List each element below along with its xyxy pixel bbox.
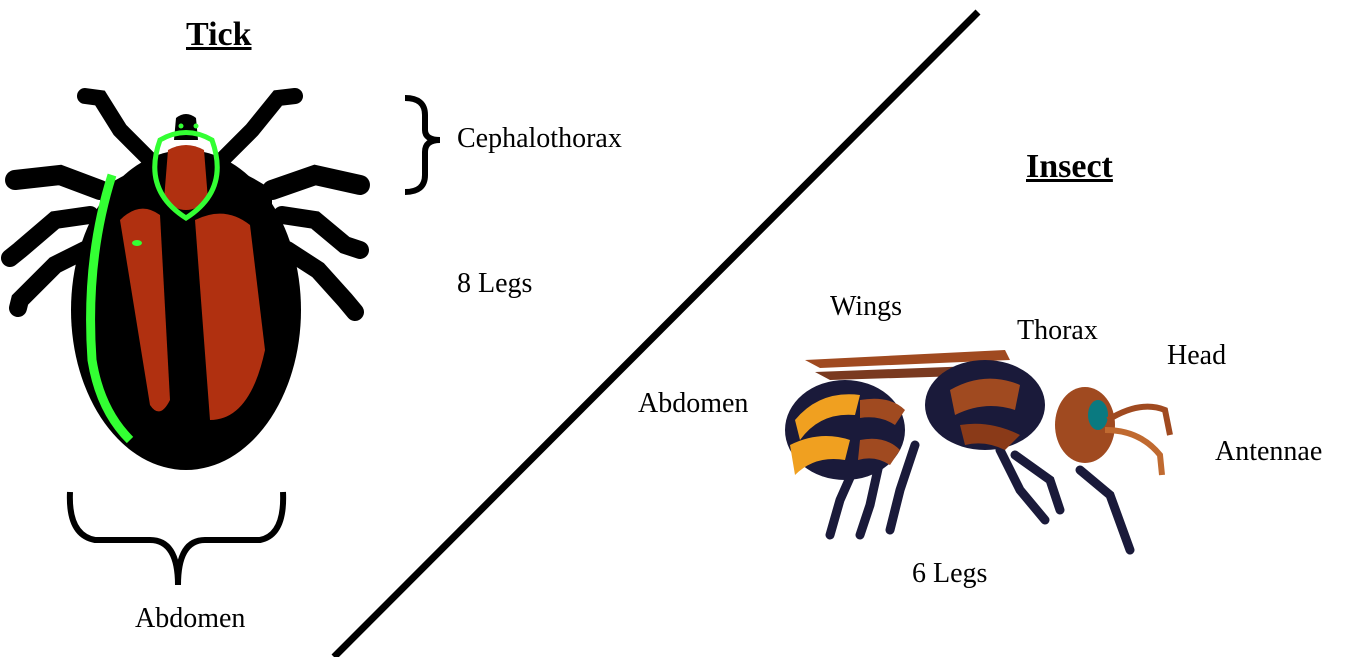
wasp-head xyxy=(1055,387,1115,463)
insect-label-head: Head xyxy=(1167,342,1226,370)
abdomen-brace xyxy=(70,492,283,585)
wasp-antenna-2 xyxy=(1105,430,1162,475)
wasp-eye xyxy=(1088,400,1108,430)
insect-label-wings: Wings xyxy=(830,293,902,321)
divider-line xyxy=(334,12,978,657)
insect-label-legs: 6 Legs xyxy=(912,560,987,588)
insect-label-antennae: Antennae xyxy=(1215,438,1322,466)
cephalothorax-brace xyxy=(405,98,440,192)
tick-illustration xyxy=(10,96,360,470)
insect-label-thorax: Thorax xyxy=(1017,317,1098,345)
tick-label-cephalothorax: Cephalothorax xyxy=(457,125,622,153)
tick-scutum xyxy=(164,145,208,210)
tick-label-legs: 8 Legs xyxy=(457,270,532,298)
wasp-illustration xyxy=(785,350,1170,550)
insect-label-abdomen: Abdomen xyxy=(638,390,748,418)
insect-title: Insect xyxy=(1026,150,1113,184)
tick-label-abdomen: Abdomen xyxy=(135,605,245,633)
tick-title: Tick xyxy=(186,18,252,52)
